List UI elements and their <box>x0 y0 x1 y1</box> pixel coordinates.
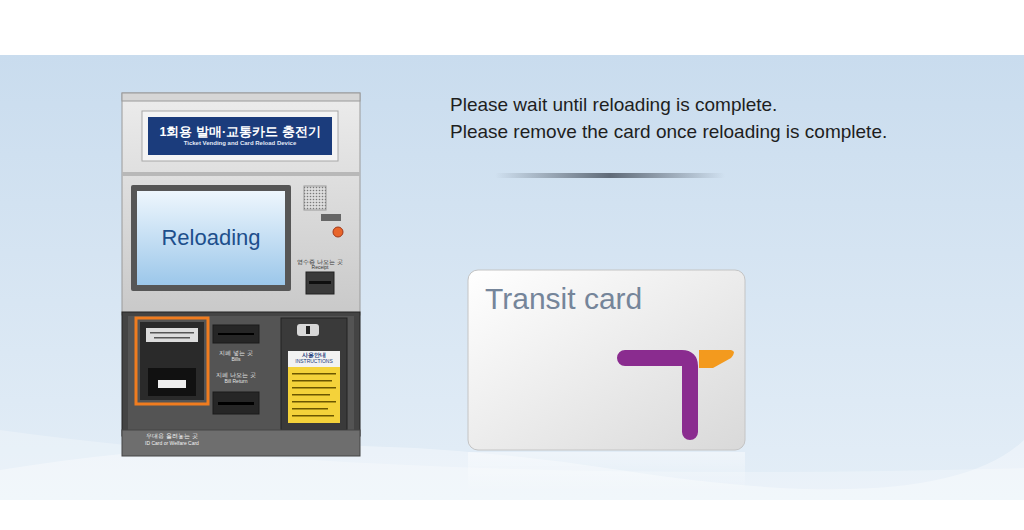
bill-return-opening <box>218 402 254 405</box>
panel-heading: 사용안내 <box>302 352 326 359</box>
node-subtitle: Ticket Vending and Card Reload Device <box>184 140 297 147</box>
device-sign: 1회용 발매·교통카드 충전기Ticket Vending and Card R… <box>148 117 332 155</box>
sign-panel <box>148 117 332 155</box>
node-title: Transit card <box>485 282 642 317</box>
instructions-line <box>292 394 330 396</box>
bill-slot <box>213 325 259 343</box>
instructions-line <box>292 415 334 417</box>
sign-frame <box>142 111 338 161</box>
lower-panel <box>122 312 360 436</box>
transit-card: Transit card <box>468 270 745 450</box>
kiosk-cap <box>122 93 360 101</box>
call-button <box>333 227 343 237</box>
card-reader <box>140 322 204 400</box>
node-title: 1회용 발매·교통카드 충전기 <box>159 125 320 139</box>
bill-opening <box>218 333 254 335</box>
plate-line <box>150 332 194 334</box>
slot-label: 지폐 나오는 곳 <box>216 372 255 379</box>
plate-line <box>154 337 190 339</box>
instructions-line <box>292 380 332 382</box>
panel-heading: INSTRUCTIONS <box>295 359 333 365</box>
instruction-text: Please remove the card once reloading is… <box>450 122 887 143</box>
instructions-line <box>292 408 328 410</box>
card-shape <box>468 270 745 450</box>
instructions-line <box>292 401 336 403</box>
screen <box>137 191 285 285</box>
coin-opening <box>306 326 310 334</box>
base-label: 우대용 올려놓는 곳 <box>146 433 197 440</box>
screen-display: Reloading <box>137 191 285 285</box>
receipt-slot <box>306 272 334 294</box>
kiosk-band <box>122 172 360 176</box>
blue-band <box>0 55 1024 500</box>
node-title: Reloading <box>161 225 260 250</box>
kiosk-base <box>122 430 360 456</box>
lower-inset <box>128 316 354 430</box>
button-tag <box>321 214 341 221</box>
speaker <box>304 186 326 210</box>
instructions-header <box>288 351 340 367</box>
bill-return-slot <box>213 392 259 414</box>
instructions-line <box>292 387 336 389</box>
slot-label: Bill Return <box>224 379 247 385</box>
t-logo-accent <box>699 350 734 368</box>
screen-frame <box>131 185 291 291</box>
divider-shadow <box>495 173 725 178</box>
instructions-line <box>292 373 336 375</box>
instruction-text: Please wait until reloading is complete. <box>450 95 777 116</box>
reader-plate <box>146 328 198 342</box>
reader-opening <box>148 368 196 396</box>
card-reflection <box>468 452 745 492</box>
base-label: ID Card or Welfare Card <box>145 441 199 447</box>
t-logo-stroke <box>625 358 690 432</box>
receipt-opening <box>309 281 331 284</box>
speaker-grille <box>304 186 326 210</box>
coin-panel <box>281 318 347 430</box>
coin-slot <box>297 324 319 336</box>
instructions-panel <box>288 367 340 423</box>
kiosk-body <box>122 93 360 315</box>
highlight-frame <box>136 318 208 404</box>
slot-label: Bills <box>231 357 240 363</box>
ticket <box>158 380 186 388</box>
slot-label: 지폐 넣는 곳 <box>219 350 252 357</box>
slot-label: Receipt <box>312 265 329 271</box>
